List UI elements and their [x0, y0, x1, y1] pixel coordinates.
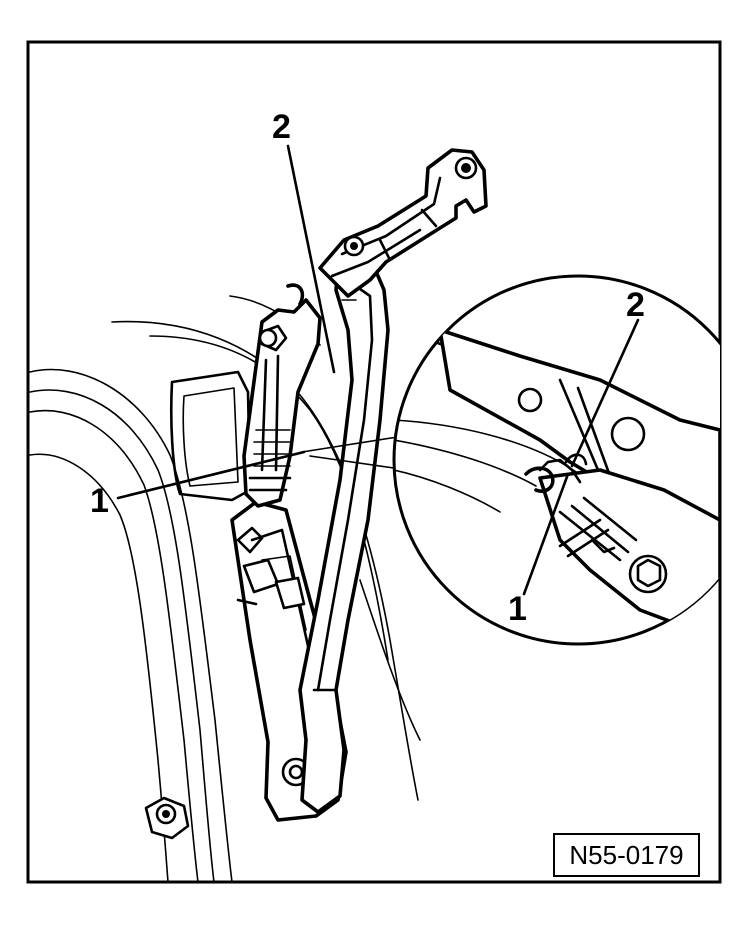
detail-callout-2: 2 [626, 286, 645, 324]
hinge-arm [230, 148, 488, 822]
callout-leaders [116, 144, 640, 596]
detail-callout-1: 1 [508, 590, 527, 628]
reference-code-label: N55-0179 [553, 833, 700, 877]
main-callout-1: 1 [90, 482, 109, 520]
detail-magnifier [301, 274, 720, 646]
main-callout-2: 2 [272, 108, 291, 146]
clip-nut-icon [144, 796, 190, 840]
